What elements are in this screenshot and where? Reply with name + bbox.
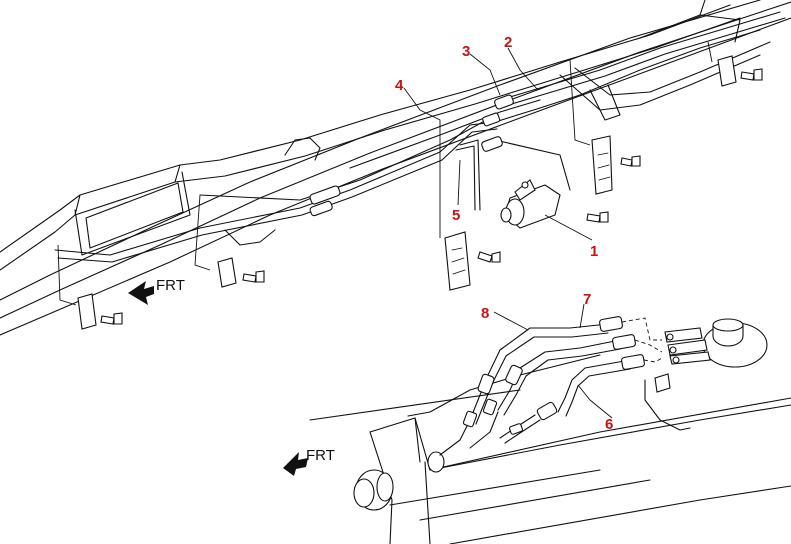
- front-label-lower: FRT: [306, 447, 335, 464]
- callout-3: 3: [462, 43, 470, 60]
- leader-lines-lower: [493, 303, 613, 419]
- grommet: [353, 469, 394, 511]
- callout-6: 6: [605, 416, 613, 433]
- front-arrow-lower: [283, 452, 308, 476]
- callout-7: 7: [583, 291, 591, 308]
- line-connectors: [309, 94, 514, 217]
- leader-lines-upper: [57, 41, 713, 306]
- dashed-connections: [621, 317, 663, 363]
- mounting-brackets: [77, 55, 737, 330]
- callout-1: 1: [590, 243, 598, 260]
- bolts: [100, 68, 763, 325]
- fuel-filter: [500, 179, 561, 229]
- fuel-sender: [664, 318, 768, 368]
- callout-8: 8: [481, 305, 489, 322]
- front-arrow-upper: [128, 281, 154, 305]
- callout-2: 2: [504, 34, 512, 51]
- callout-5: 5: [452, 207, 460, 224]
- frame-rail: [0, 0, 791, 336]
- lower-frame: [309, 354, 791, 544]
- callout-4: 4: [395, 77, 404, 94]
- hose-clip: [644, 373, 691, 431]
- lower-hoses: [439, 316, 645, 456]
- front-label-upper: FRT: [156, 277, 185, 294]
- fuel-lines-upper: [54, 11, 786, 263]
